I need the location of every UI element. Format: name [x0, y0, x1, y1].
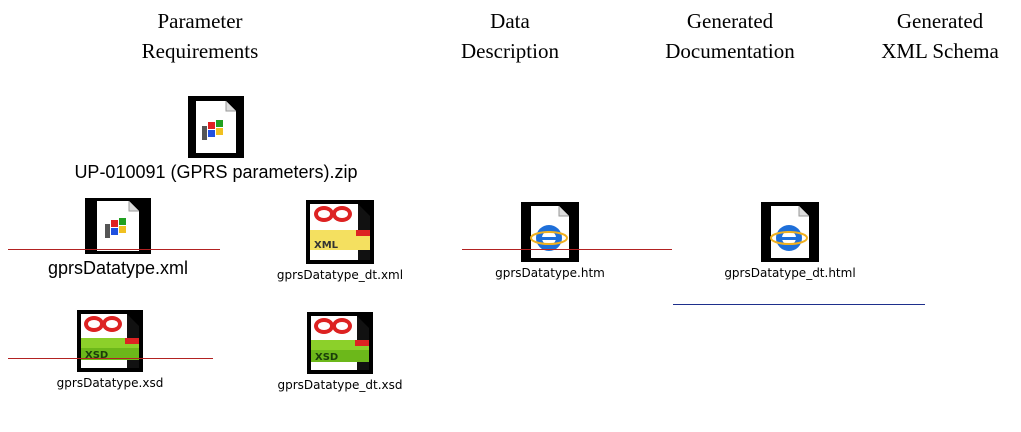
- header-data-description: Data Description: [430, 6, 590, 66]
- header-line-1: Parameter: [157, 9, 243, 33]
- dt-xml-file[interactable]: XML gprsDatatype_dt.xml: [250, 200, 430, 282]
- dt-xsd-file-name: gprsDatatype_dt.xsd: [277, 378, 403, 392]
- dt-xsd-file[interactable]: XSD gprsDatatype_dt.xsd: [250, 312, 430, 392]
- xml-spy-xsd-icon: XSD: [77, 310, 143, 372]
- header-generated-xml-schema: Generated XML Schema: [860, 6, 1020, 66]
- dt-xml-file-name: gprsDatatype_dt.xml: [276, 268, 404, 282]
- htm-file-name: gprsDatatype.htm: [495, 266, 605, 280]
- xsd-file[interactable]: XSD gprsDatatype.xsd: [30, 310, 190, 390]
- header-line-2: XML Schema: [881, 39, 999, 63]
- xsd-file-name: gprsDatatype.xsd: [56, 376, 164, 390]
- xml-spy-xsd-icon: XSD: [307, 312, 373, 374]
- strike-line-xsd: [8, 358, 213, 359]
- xml-file[interactable]: gprsDatatype.xml: [18, 198, 218, 279]
- xml-badge-text: XML: [314, 240, 339, 251]
- htm-file[interactable]: gprsDatatype.htm: [470, 202, 630, 280]
- internet-explorer-document-icon: [761, 202, 819, 262]
- header-line-1: Data: [490, 9, 530, 33]
- dt-html-file-name: gprsDatatype_dt.html: [724, 266, 856, 280]
- windows-package-icon: [85, 198, 151, 254]
- xsd-badge-text: XSD: [85, 350, 108, 361]
- windows-package-icon: [188, 96, 244, 158]
- header-line-2: Requirements: [141, 39, 259, 63]
- header-generated-documentation: Generated Documentation: [640, 6, 820, 66]
- strike-line-htm: [462, 249, 672, 250]
- header-parameter-requirements: Parameter Requirements: [110, 6, 290, 66]
- xsd-badge-text: XSD: [315, 352, 338, 363]
- header-line-2: Documentation: [665, 39, 795, 63]
- dt-html-file[interactable]: gprsDatatype_dt.html: [700, 202, 880, 280]
- underline-dt-html: [673, 304, 925, 305]
- strike-line-xml: [8, 249, 220, 250]
- internet-explorer-document-icon: [521, 202, 579, 262]
- zip-file[interactable]: UP-010091 (GPRS parameters).zip: [26, 96, 406, 183]
- header-line-1: Generated: [896, 9, 984, 33]
- xml-spy-xml-icon: XML: [306, 200, 374, 264]
- header-line-2: Description: [461, 39, 559, 63]
- zip-file-name: UP-010091 (GPRS parameters).zip: [74, 162, 358, 182]
- xml-file-name: gprsDatatype.xml: [47, 258, 189, 278]
- header-line-1: Generated: [686, 9, 774, 33]
